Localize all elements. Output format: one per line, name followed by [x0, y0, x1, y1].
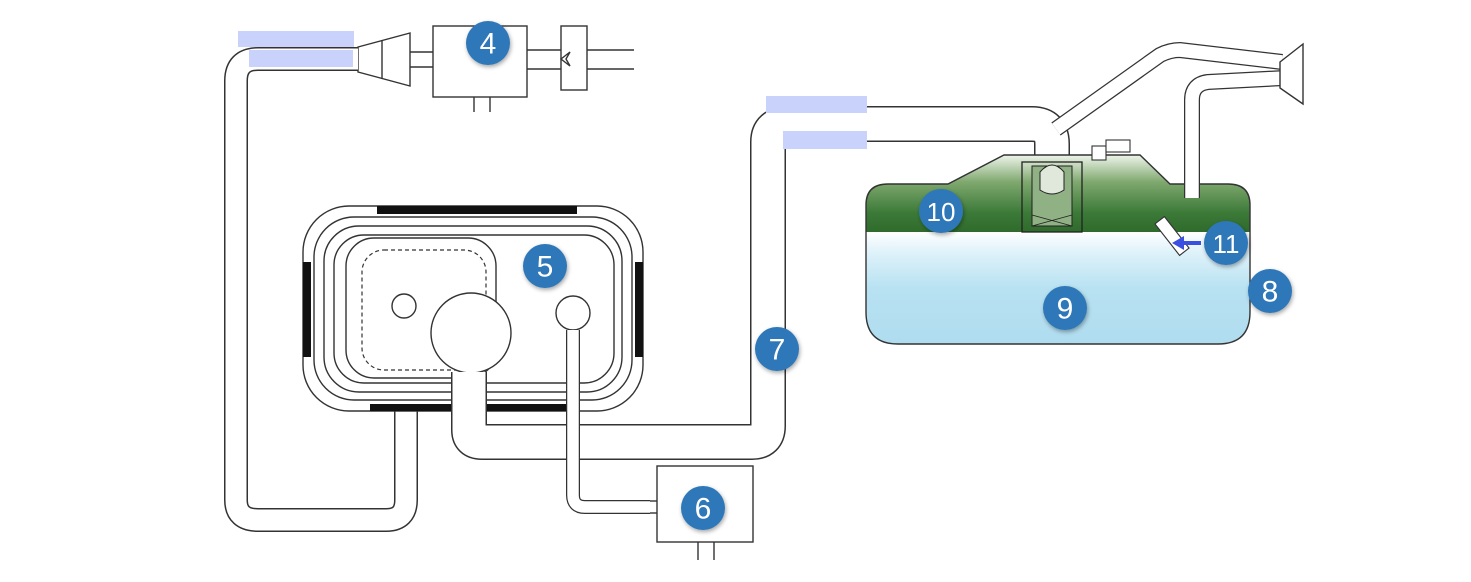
- marker-5: 5: [523, 244, 567, 288]
- port-center: [430, 292, 512, 374]
- marker-9: 9: [1043, 286, 1087, 330]
- mask-tubes: [1051, 41, 1304, 198]
- hose-main: [451, 106, 1070, 460]
- tee-fitting: [560, 25, 588, 91]
- port-right: [555, 295, 591, 331]
- mask-icon: [1279, 42, 1304, 106]
- marker-6: 6: [681, 486, 725, 530]
- marker-11-label: 11: [1213, 229, 1240, 259]
- funnel-connector: [357, 32, 411, 87]
- marker-5-label: 5: [537, 251, 554, 284]
- label-placeholders: [238, 31, 867, 149]
- label-placeholder-2: [249, 50, 353, 67]
- marker-7: 7: [755, 327, 799, 371]
- marker-9-label: 9: [1057, 293, 1074, 326]
- marker-8: 8: [1248, 269, 1292, 313]
- marker-4: 4: [466, 21, 510, 65]
- label-placeholder-4: [783, 131, 867, 149]
- marker-11: 11: [1204, 221, 1248, 265]
- arrow-icon: [1172, 236, 1201, 250]
- marker-6-label: 6: [695, 493, 712, 526]
- label-placeholder-1: [238, 31, 354, 47]
- marker-8-label: 8: [1262, 276, 1279, 309]
- marker-7-label: 7: [769, 334, 786, 367]
- hose-left: [224, 47, 418, 532]
- label-placeholder-3: [766, 96, 867, 113]
- marker-10: 10: [919, 189, 963, 233]
- port-left: [391, 293, 417, 319]
- marker-4-label: 4: [480, 28, 497, 61]
- marker-10-label: 10: [927, 197, 956, 227]
